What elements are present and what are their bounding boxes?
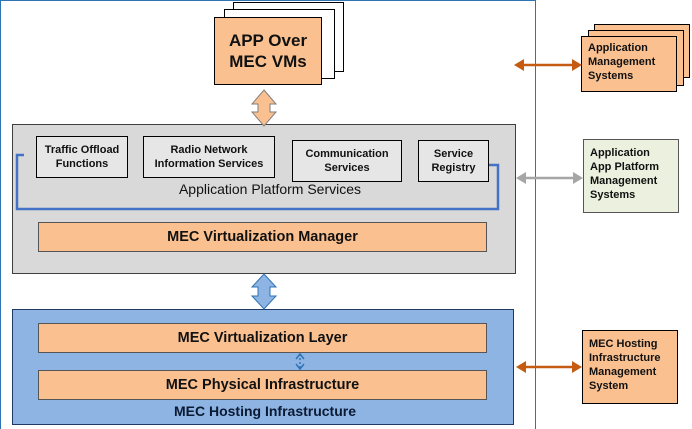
service-radio-network-line2: Information Services [154,158,264,170]
mec-hosting-infrastructure-label: MEC Hosting Infrastructure [173,403,356,419]
app-mgmt-line1: Application [588,42,648,54]
service-communication-line1: Communication [305,148,389,160]
service-traffic-offload-line2: Functions [55,158,109,170]
service-registry-line1: Service [433,148,474,160]
platform-services-bracket [15,153,500,211]
app-mgmt-line3: Systems [588,70,634,82]
platform-to-hosting-arrow [250,273,278,310]
service-traffic-offload: Traffic Offload Functions [36,136,128,178]
application-platform-services-label: Application Platform Services [178,181,362,197]
hosting-mgmt-arrow-head-left [516,361,526,373]
platform-mgmt-line4: Systems [590,189,636,201]
service-communication: Communication Services [292,140,402,182]
hosting-mgmt-line3: Management [589,366,657,378]
platform-mgmt-arrow-head-right [573,172,583,184]
app-to-platform-arrow [250,89,278,127]
platform-mgmt-arrow-head-left [516,172,526,184]
service-registry: Service Registry [418,140,489,182]
mec-virtualization-layer: MEC Virtualization Layer [38,323,487,353]
app-over-mec-vms-box: APP Over MEC VMs [214,17,322,85]
application-management-systems-box: Application Management Systems [581,36,677,92]
app-mgmt-arrow-head-left [514,59,524,71]
mec-virtualization-manager-label: MEC Virtualization Manager [167,229,358,245]
service-traffic-offload-line1: Traffic Offload [44,144,120,156]
platform-mgmt-line2: App Platform [590,161,660,173]
platform-mgmt-line1: Application [590,147,650,159]
mec-virtualization-manager: MEC Virtualization Manager [38,222,487,252]
mec-physical-infrastructure: MEC Physical Infrastructure [38,370,487,400]
service-registry-line2: Registry [431,162,476,174]
hosting-mgmt-line2: Infrastructure [589,352,661,364]
app-box-line1: APP Over [228,31,308,50]
layer-connector-head-down [295,363,305,371]
service-radio-network-line1: Radio Network [170,144,248,156]
service-radio-network-info: Radio Network Information Services [143,136,275,178]
layer-connector-head-up [295,352,305,360]
mec-physical-infrastructure-label: MEC Physical Infrastructure [165,377,360,393]
app-mgmt-line2: Management [588,56,656,68]
mec-virtualization-layer-label: MEC Virtualization Layer [177,330,348,346]
mec-hosting-infrastructure-management-box: MEC Hosting Infrastructure Management Sy… [582,330,678,404]
platform-mgmt-line3: Management [590,175,658,187]
app-box-line2: MEC VMs [229,52,307,71]
mec-host-frame [0,0,536,429]
hosting-mgmt-line4: System [589,380,629,392]
service-communication-line2: Services [324,162,370,174]
hosting-mgmt-arrow-head-right [572,361,582,373]
app-mgmt-arrow-head-right [572,59,582,71]
hosting-mgmt-line1: MEC Hosting [589,338,658,350]
app-platform-management-systems-box: Application App Platform Management Syst… [583,139,679,213]
